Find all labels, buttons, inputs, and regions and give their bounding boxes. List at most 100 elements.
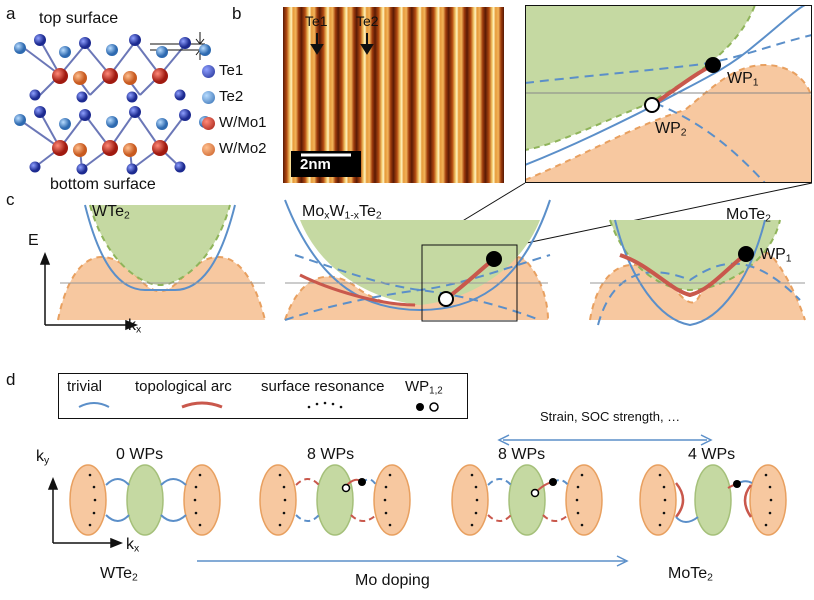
te2-atom (106, 44, 118, 56)
zoom-wp2-label: WP2 (655, 120, 687, 139)
te1-atom (129, 34, 141, 46)
top-surface-label: top surface (39, 10, 119, 27)
panel-label-d: d (6, 370, 16, 389)
wp-legend-box: trivial topological arc surface resonanc… (58, 373, 468, 419)
arc-line-icon (181, 401, 223, 409)
wp-count-1: 0 WPs (116, 446, 164, 463)
mote2-wp1-label: WP1 (760, 246, 792, 265)
te1-atom (174, 89, 186, 101)
te2-atom (156, 118, 168, 130)
zoom-inset (525, 5, 812, 183)
legend-arc-label: topological arc (135, 378, 232, 395)
te1-atom (174, 161, 186, 173)
mo-doping-label: Mo doping (355, 572, 430, 589)
wmo2-atom (123, 143, 137, 157)
crystal-structure (14, 32, 211, 175)
bottom-surface-label: bottom surface (50, 176, 156, 193)
te1-atom (179, 37, 191, 49)
te1-atom (129, 106, 141, 118)
fermi-surfaces (47, 464, 787, 567)
fermi-0wps (69, 464, 221, 536)
te2-atom (59, 118, 71, 130)
wmo1-atom (52, 140, 68, 156)
strain-arrow (497, 434, 713, 446)
wmo2-label: W/Mo2 (219, 140, 267, 157)
strain-label: Strain, SOC strength, … (540, 409, 681, 424)
te2-atom (199, 44, 211, 56)
k-axes (47, 476, 124, 549)
band-structures (39, 182, 813, 331)
panel-label-a: a (6, 4, 16, 23)
fermi-4wps (639, 464, 787, 536)
te1-atom (76, 91, 88, 103)
te2-atom (106, 116, 118, 128)
wte2-bands (57, 204, 266, 321)
wmo1-atom (152, 140, 168, 156)
panel-label-b: b (232, 4, 242, 23)
scale-bar-label: 2nm (300, 156, 331, 173)
kx-label: kx (128, 317, 142, 336)
mote2-bottom-label: MoTe2 (668, 565, 713, 584)
wp-filled-icon (416, 403, 424, 411)
wmo1-atom (102, 68, 118, 84)
wp-count-4: 4 WPs (688, 446, 736, 463)
te2-label: Te2 (219, 88, 244, 105)
te1-atom (34, 106, 46, 118)
legend-te2: Te2 (200, 88, 280, 108)
fermi-8wps-b (451, 464, 603, 536)
te1-atom (29, 161, 41, 173)
te2-atom (156, 46, 168, 58)
wmo1-atom (152, 68, 168, 84)
wte2-bottom-label: WTe2 (100, 565, 138, 584)
energy-axis (39, 251, 139, 331)
energy-label: E (28, 232, 39, 249)
wp-count-2: 8 WPs (307, 446, 355, 463)
te1-atom (79, 37, 91, 49)
wmo2-atom (73, 71, 87, 85)
te1-atom (76, 163, 88, 175)
wmo2-atom (123, 71, 137, 85)
stm-image (283, 7, 504, 183)
te2-atom (14, 42, 26, 54)
te1-atom (126, 163, 138, 175)
te1-atom (29, 89, 41, 101)
legend-wmo1: W/Mo1 (200, 114, 280, 134)
legend-trivial-label: trivial (67, 378, 103, 395)
wte2-title: WTe2 (92, 203, 130, 222)
panel-label-c: c (6, 190, 15, 209)
stm-te2-label: Te2 (356, 13, 379, 29)
te1-atom-icon (202, 65, 215, 78)
wmo1-atom (52, 68, 68, 84)
te2-atom (59, 46, 71, 58)
legend-te1: Te1 (200, 62, 280, 82)
te1-atom (34, 34, 46, 46)
kx-label-d: kx (126, 536, 140, 555)
zoom-box (421, 244, 518, 322)
stm-te1-label: Te1 (305, 13, 328, 29)
legend-resonance-label: surface resonance (261, 378, 385, 395)
moxw-title: MoxW1-xTe2 (302, 203, 382, 222)
wmo2-atom-icon (202, 143, 215, 156)
te1-atom (79, 109, 91, 121)
ky-label: ky (36, 448, 50, 467)
legend-wmo2: W/Mo2 (200, 140, 280, 160)
wmo1-label: W/Mo1 (219, 114, 267, 131)
zoom-wp1-label: WP1 (727, 70, 759, 89)
legend-wp-label: WP1,2 (405, 378, 443, 397)
mote2-title: MoTe2 (726, 206, 771, 225)
wmo1-atom (102, 140, 118, 156)
zoom-connector-right (516, 182, 813, 246)
te2-atom-icon (202, 91, 215, 104)
te1-atom (126, 91, 138, 103)
wp-open-icon (429, 402, 439, 412)
wmo1-atom-icon (202, 117, 215, 130)
trivial-line-icon (78, 402, 110, 408)
te1-atom (179, 109, 191, 121)
wp-count-3: 8 WPs (498, 446, 546, 463)
moxw-bands (284, 199, 551, 322)
resonance-dots-icon (307, 401, 343, 409)
wmo2-atom (73, 143, 87, 157)
te2-atom (14, 114, 26, 126)
te1-label: Te1 (219, 62, 244, 79)
mote2-bands (589, 219, 806, 327)
